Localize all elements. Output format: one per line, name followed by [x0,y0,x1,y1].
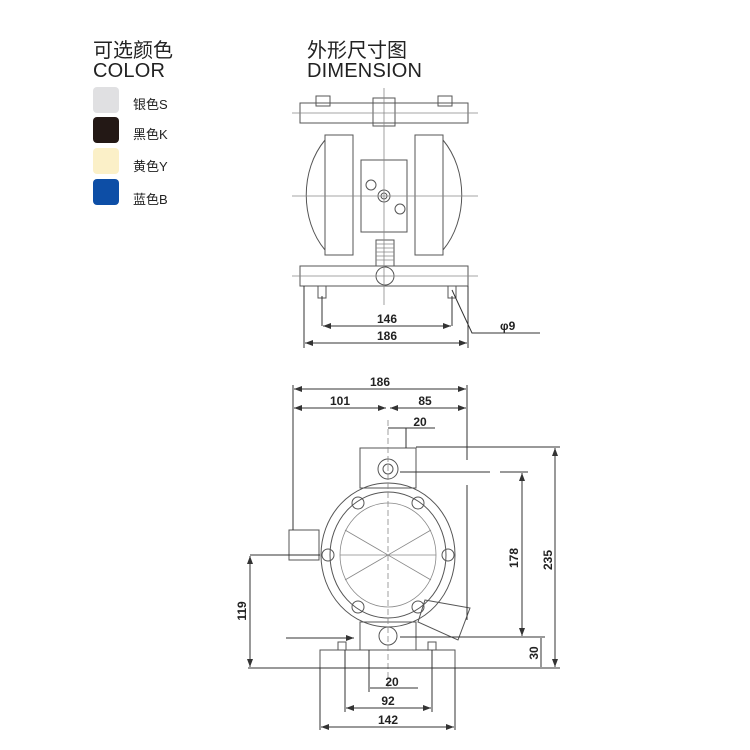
dim-hole-phi9: φ9 [500,319,516,333]
dimension-title-cn: 外形尺寸图 [307,40,407,62]
swatch-blue [93,179,119,205]
dim-side-20-bottom: 20 [385,675,399,689]
swatch-black [93,117,119,143]
swatch-label-blue: 蓝色B [133,192,168,207]
swatch-label-yellow: 黄色Y [133,159,168,174]
dim-side-142: 142 [378,713,398,727]
dim-side-119: 119 [235,601,249,621]
dim-side-20-top: 20 [413,415,427,429]
color-title-en: COLOR [93,60,166,82]
dim-front-146: 146 [377,312,397,326]
pump-front-view [292,88,540,348]
dim-side-101: 101 [330,394,350,408]
color-title-cn: 可选颜色 [93,40,173,62]
dim-side-178: 178 [507,548,521,568]
swatch-silver [93,87,119,113]
dimension-title-en: DIMENSION [307,60,423,82]
dim-side-85: 85 [418,394,432,408]
swatch-label-silver: 银色S [133,97,168,112]
pump-side-view [247,385,560,730]
swatch-label-black: 黑色K [133,127,168,142]
swatch-yellow [93,148,119,174]
dim-side-186: 186 [370,375,390,389]
dim-side-30: 30 [527,646,541,660]
dim-front-186: 186 [377,329,397,343]
dim-side-92: 92 [381,694,395,708]
dim-side-235: 235 [541,550,555,570]
